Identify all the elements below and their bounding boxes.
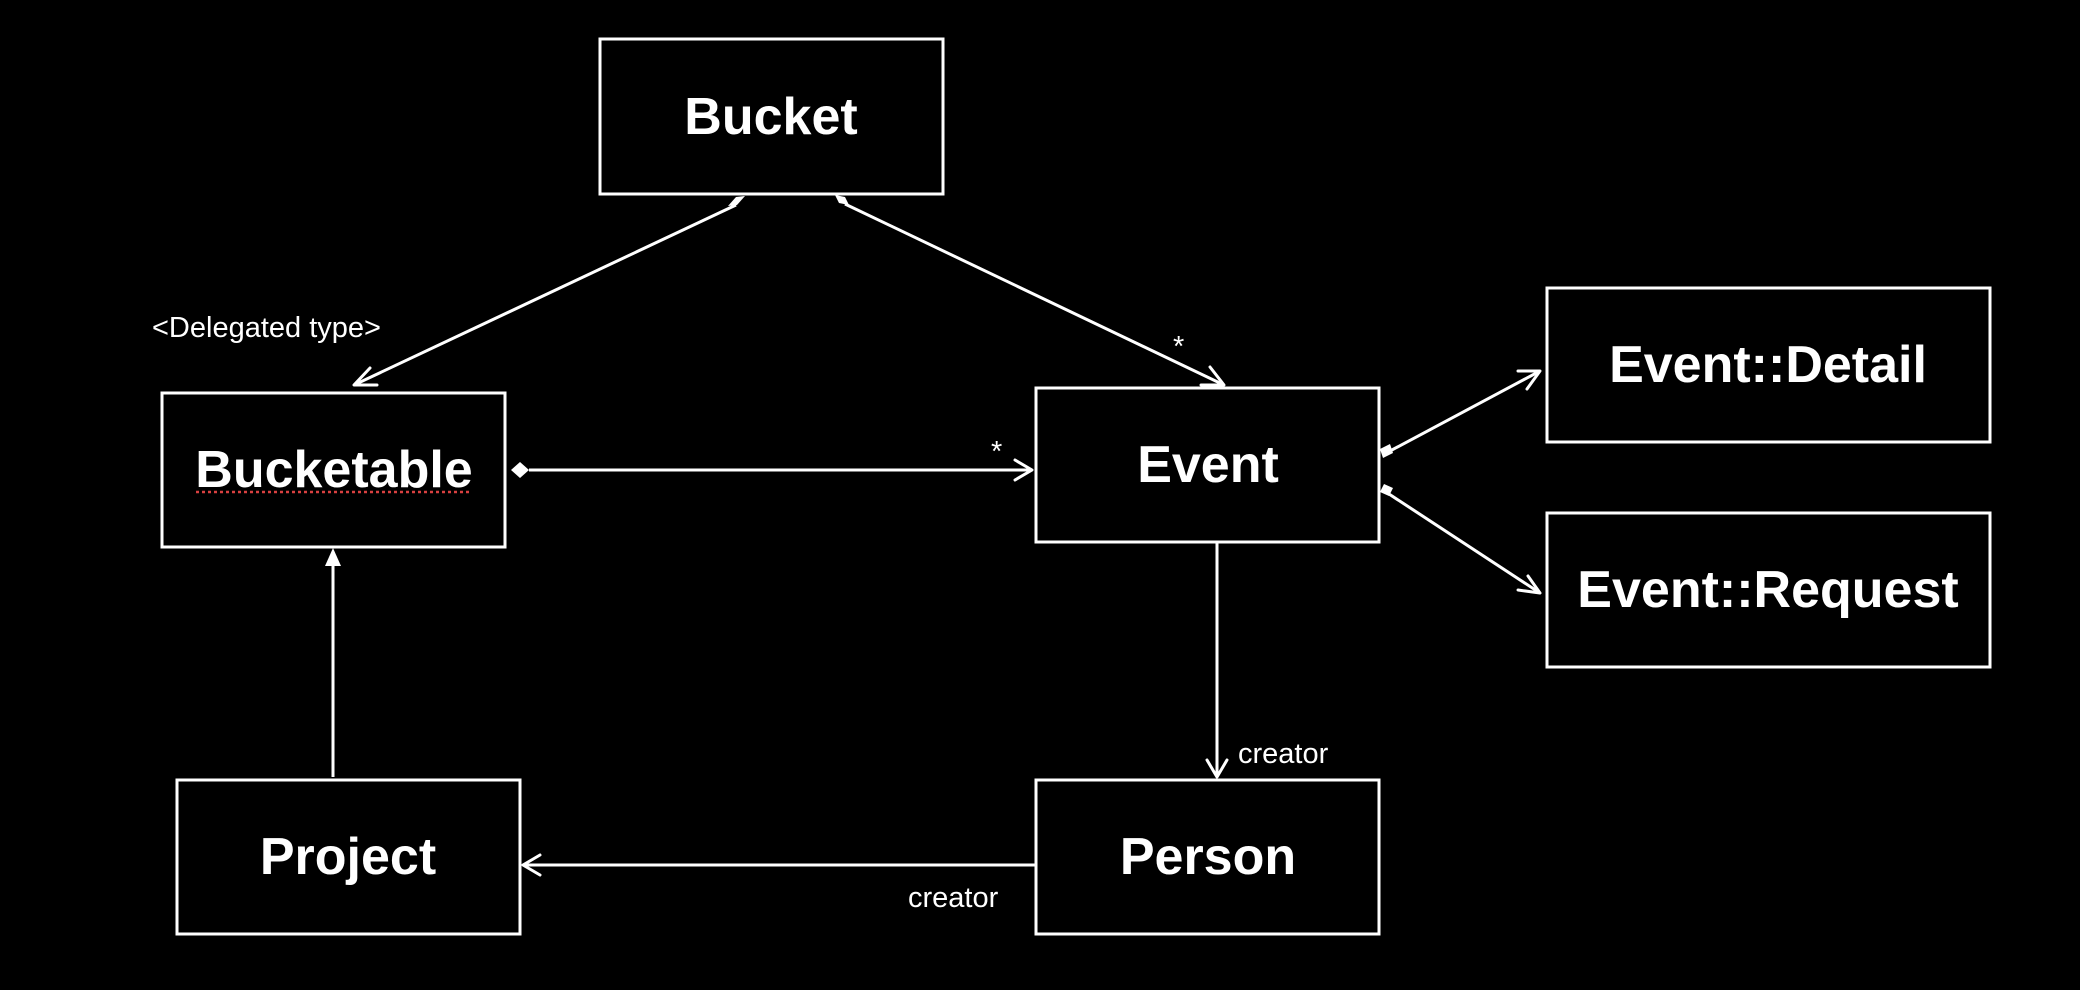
edge-line [844, 202, 1225, 387]
node-box [175, 778, 522, 936]
edge-bucket-to-bucketable [352, 196, 745, 387]
open-arrowhead-icon [1013, 458, 1034, 482]
node-box [1034, 778, 1381, 936]
node-label: Event::Detail [1609, 336, 1927, 394]
node-label: Project [260, 828, 436, 886]
person-project-creator-label: creator [908, 882, 999, 914]
edge-line [1389, 369, 1541, 453]
edge-person-to-project [521, 853, 1036, 877]
solid-arrowhead-icon [325, 548, 341, 566]
node-label: Person [1120, 828, 1296, 886]
edge-bucketable-to-event [511, 458, 1034, 482]
node-event-detail[interactable]: Event::Detail [1545, 286, 1992, 444]
open-arrowhead-icon [1205, 758, 1229, 779]
node-box [1545, 286, 1992, 444]
edge-project-to-bucketable [325, 548, 341, 777]
composition-diamond-icon [728, 196, 745, 206]
node-bucket[interactable]: Bucket [598, 37, 945, 196]
open-arrowhead-icon [1199, 365, 1226, 387]
composition-diamond-icon [1380, 444, 1393, 458]
bucketable-event-multiplicity: * [991, 436, 1002, 468]
node-person[interactable]: Person [1034, 778, 1381, 936]
node-label: Bucket [684, 88, 857, 146]
node-box [598, 37, 945, 196]
node-box [1034, 386, 1381, 544]
edge-line [353, 203, 737, 387]
node-label: Event [1137, 436, 1279, 494]
composition-diamond-icon [511, 462, 529, 478]
delegated-type-label: <Delegated type> [152, 312, 381, 344]
node-box [1545, 511, 1992, 669]
open-arrowhead-icon [352, 366, 379, 387]
open-arrowhead-icon [1516, 369, 1542, 391]
edge-event-to-event-detail [1380, 369, 1542, 458]
composition-diamond-icon [835, 195, 849, 205]
node-label: Bucketable [195, 441, 472, 499]
open-arrowhead-icon [1516, 574, 1542, 595]
edge-event-to-event-request [1380, 484, 1542, 595]
open-arrowhead-icon [521, 853, 542, 877]
node-event-request[interactable]: Event::Request [1545, 511, 1992, 669]
event-person-creator-label: creator [1238, 738, 1329, 770]
node-box [160, 391, 507, 549]
edge-line [1388, 492, 1541, 595]
node-label: Event::Request [1577, 561, 1958, 619]
edge-bucket-to-event [835, 195, 1226, 387]
node-project[interactable]: Project [175, 778, 522, 936]
node-event[interactable]: Event [1034, 386, 1381, 544]
bucket-event-multiplicity: * [1173, 331, 1184, 363]
edge-event-to-person [1205, 542, 1229, 779]
node-bucketable[interactable]: Bucketable [160, 391, 507, 549]
